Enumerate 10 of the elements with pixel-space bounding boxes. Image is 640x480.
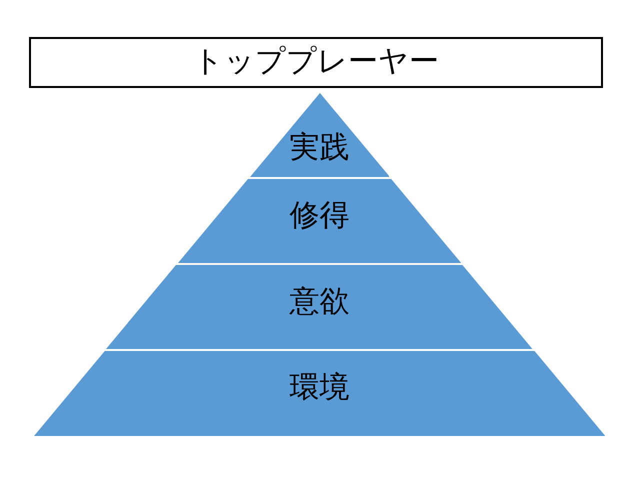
pyramid-band [34,351,606,436]
level-label: 意欲 [288,283,350,321]
level-label: 環境 [288,369,350,407]
title-text: トッププレーヤー [192,43,440,81]
level-label: 修得 [288,197,350,235]
level-label: 実践 [288,129,350,167]
pyramid-top-segment [250,93,390,177]
title-box [29,37,603,88]
pyramid-band [178,179,462,263]
pyramid-band [106,265,533,349]
